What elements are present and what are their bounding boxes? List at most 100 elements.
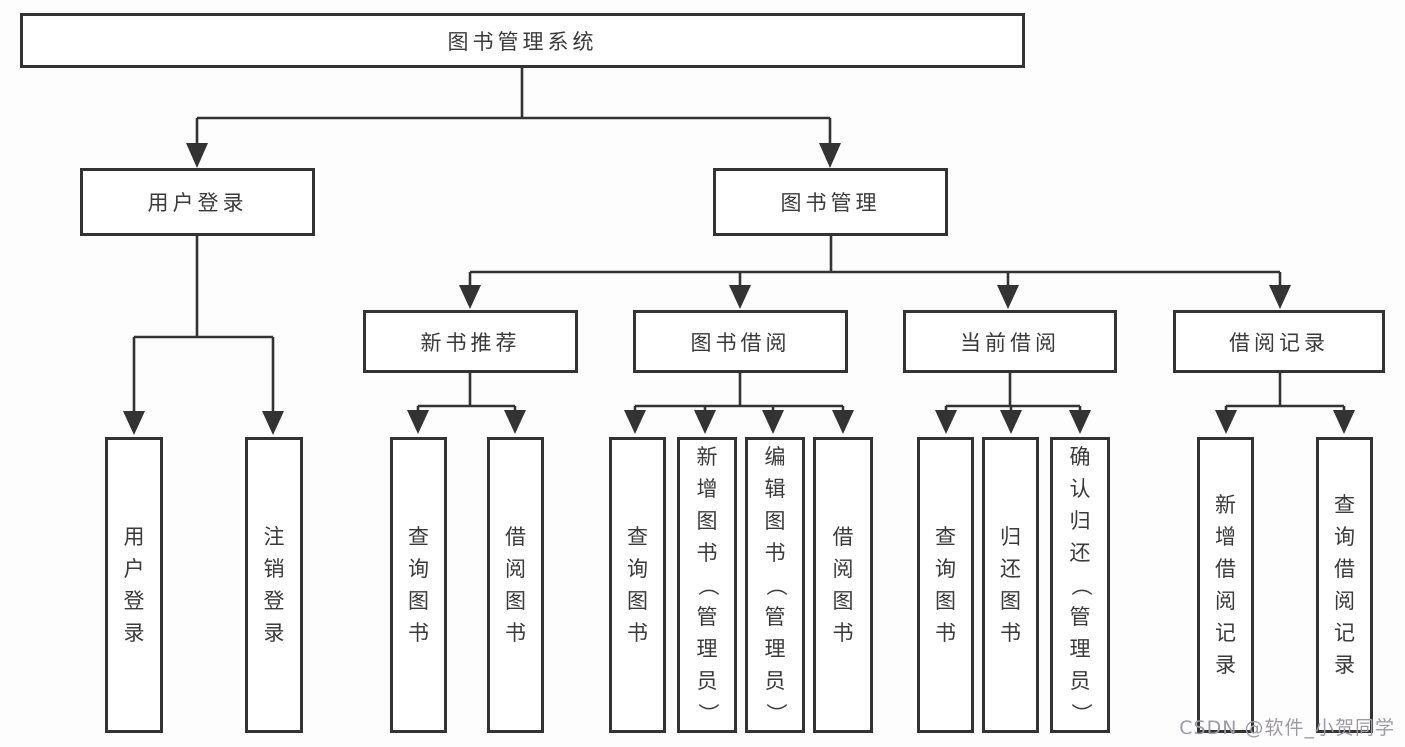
node-box-new-book-recommend: 新书推荐 (363, 310, 578, 373)
vertical-char: 书 (408, 620, 429, 645)
vertical-char: 图 (696, 508, 718, 533)
vertical-char: 询 (627, 556, 648, 581)
node-box-book-borrowing: 图书借阅 (633, 310, 848, 373)
leaf-box-query-book-1: 查询图书 (390, 437, 447, 733)
vertical-char: ） (1068, 702, 1093, 724)
vertical-char: 询 (408, 556, 429, 581)
vertical-char: 借 (832, 524, 854, 549)
vertical-char: 询 (935, 556, 956, 581)
vertical-char: 管 (696, 604, 718, 629)
leaf-box-query-book-2: 查询图书 (609, 437, 666, 733)
connector-records-children (1224, 373, 1346, 416)
node-label-borrow-records: 借阅记录 (1229, 330, 1329, 355)
leaf-box-query-borrow-record: 查询借阅记录 (1316, 437, 1373, 733)
vertical-char: 书 (627, 620, 648, 645)
connector-borrowing-children (633, 373, 845, 416)
leaf-box-add-borrow-record: 新增借阅记录 (1197, 437, 1254, 733)
arrowhead-leaf (1215, 410, 1237, 434)
arrowhead-new-book (459, 285, 481, 309)
vertical-char: 还 (1069, 540, 1091, 565)
vertical-char: 阅 (505, 556, 526, 581)
leaf-box-borrow-book-2: 借阅图书 (813, 437, 873, 733)
vertical-char: 辑 (764, 476, 786, 501)
vertical-char: 阅 (1215, 588, 1236, 613)
vertical-char: 注 (263, 524, 285, 549)
arrowhead-leaf (624, 410, 646, 434)
vertical-char: 增 (1215, 524, 1236, 549)
vertical-char: 用 (123, 524, 145, 549)
vertical-char: 录 (263, 620, 285, 645)
vertical-char: 阅 (832, 556, 854, 581)
arrowhead-user-login (186, 143, 208, 168)
node-label-book-management: 图书管理 (780, 191, 881, 215)
leaf-box-edit-book-admin: 编辑图书（管理员） (745, 437, 805, 733)
leaf-box-logout: 注销登录 (245, 437, 303, 733)
arrowhead-leaf (1069, 410, 1091, 434)
vertical-char: 登 (263, 588, 285, 613)
vertical-char: 书 (505, 620, 526, 645)
node-box-user-login: 用户登录 (80, 168, 315, 236)
vertical-char: 新 (696, 444, 718, 469)
node-label-new-book-recommend: 新书推荐 (420, 330, 521, 355)
arrowhead-leaf (1000, 410, 1022, 434)
arrowhead-leaf-logout (262, 411, 284, 435)
vertical-char: 记 (1215, 620, 1236, 645)
node-label-user-login: 用户登录 (147, 191, 248, 215)
vertical-char: （ (763, 574, 788, 596)
vertical-char: 录 (1334, 652, 1355, 677)
node-box-root: 图书管理系统 (20, 13, 1025, 68)
vertical-char: ） (695, 702, 720, 724)
arrowhead-leaf (504, 410, 526, 434)
vertical-char: 书 (832, 620, 854, 645)
vertical-char: 员 (1069, 668, 1091, 693)
vertical-char: ） (763, 702, 788, 724)
vertical-char: 借 (1334, 556, 1355, 581)
vertical-char: 录 (123, 620, 145, 645)
connector-current-children (944, 373, 1082, 416)
leaf-box-add-book-admin: 新增图书（管理员） (677, 437, 737, 733)
node-box-current-borrow: 当前借阅 (903, 310, 1117, 373)
vertical-char: 查 (627, 524, 648, 549)
arrowhead-leaf (832, 410, 854, 434)
arrowhead-leaf (694, 410, 716, 434)
vertical-char: 新 (1215, 492, 1236, 517)
vertical-char: 书 (1000, 620, 1021, 645)
vertical-char: 理 (1069, 636, 1091, 661)
vertical-char: 借 (505, 524, 526, 549)
vertical-char: 图 (627, 588, 648, 613)
arrowhead-records (1269, 285, 1291, 309)
vertical-char: 阅 (1334, 588, 1355, 613)
leaf-box-return-book: 归还图书 (982, 437, 1039, 733)
vertical-char: 户 (123, 556, 145, 581)
vertical-char: 图 (408, 588, 429, 613)
vertical-char: 编 (764, 444, 786, 469)
connector-new-book-children (416, 373, 517, 416)
vertical-char: 认 (1069, 476, 1091, 501)
vertical-char: 图 (764, 508, 786, 533)
vertical-char: 归 (1069, 508, 1091, 533)
vertical-char: （ (1068, 574, 1093, 596)
vertical-char: 记 (1334, 620, 1355, 645)
vertical-char: 员 (696, 668, 718, 693)
vertical-char: 查 (935, 524, 956, 549)
arrowhead-leaf (762, 410, 784, 434)
arrowhead-current (997, 285, 1019, 309)
vertical-char: 确 (1069, 444, 1091, 469)
vertical-char: 书 (764, 540, 786, 565)
vertical-char: 增 (696, 476, 718, 501)
vertical-char: 图 (505, 588, 526, 613)
arrowhead-borrowing (729, 285, 751, 309)
vertical-char: 归 (1000, 524, 1021, 549)
vertical-char: 书 (696, 540, 718, 565)
vertical-char: 管 (764, 604, 786, 629)
connector-book-mgmt-children (468, 236, 1282, 291)
vertical-char: 查 (408, 524, 429, 549)
connector-root-to-level2 (195, 68, 832, 150)
node-label-root: 图书管理系统 (447, 29, 598, 54)
vertical-char: 还 (1000, 556, 1021, 581)
vertical-char: 管 (1069, 604, 1091, 629)
connector-user-login-children (132, 236, 275, 416)
vertical-char: 图 (832, 588, 854, 613)
vertical-char: 理 (764, 636, 786, 661)
